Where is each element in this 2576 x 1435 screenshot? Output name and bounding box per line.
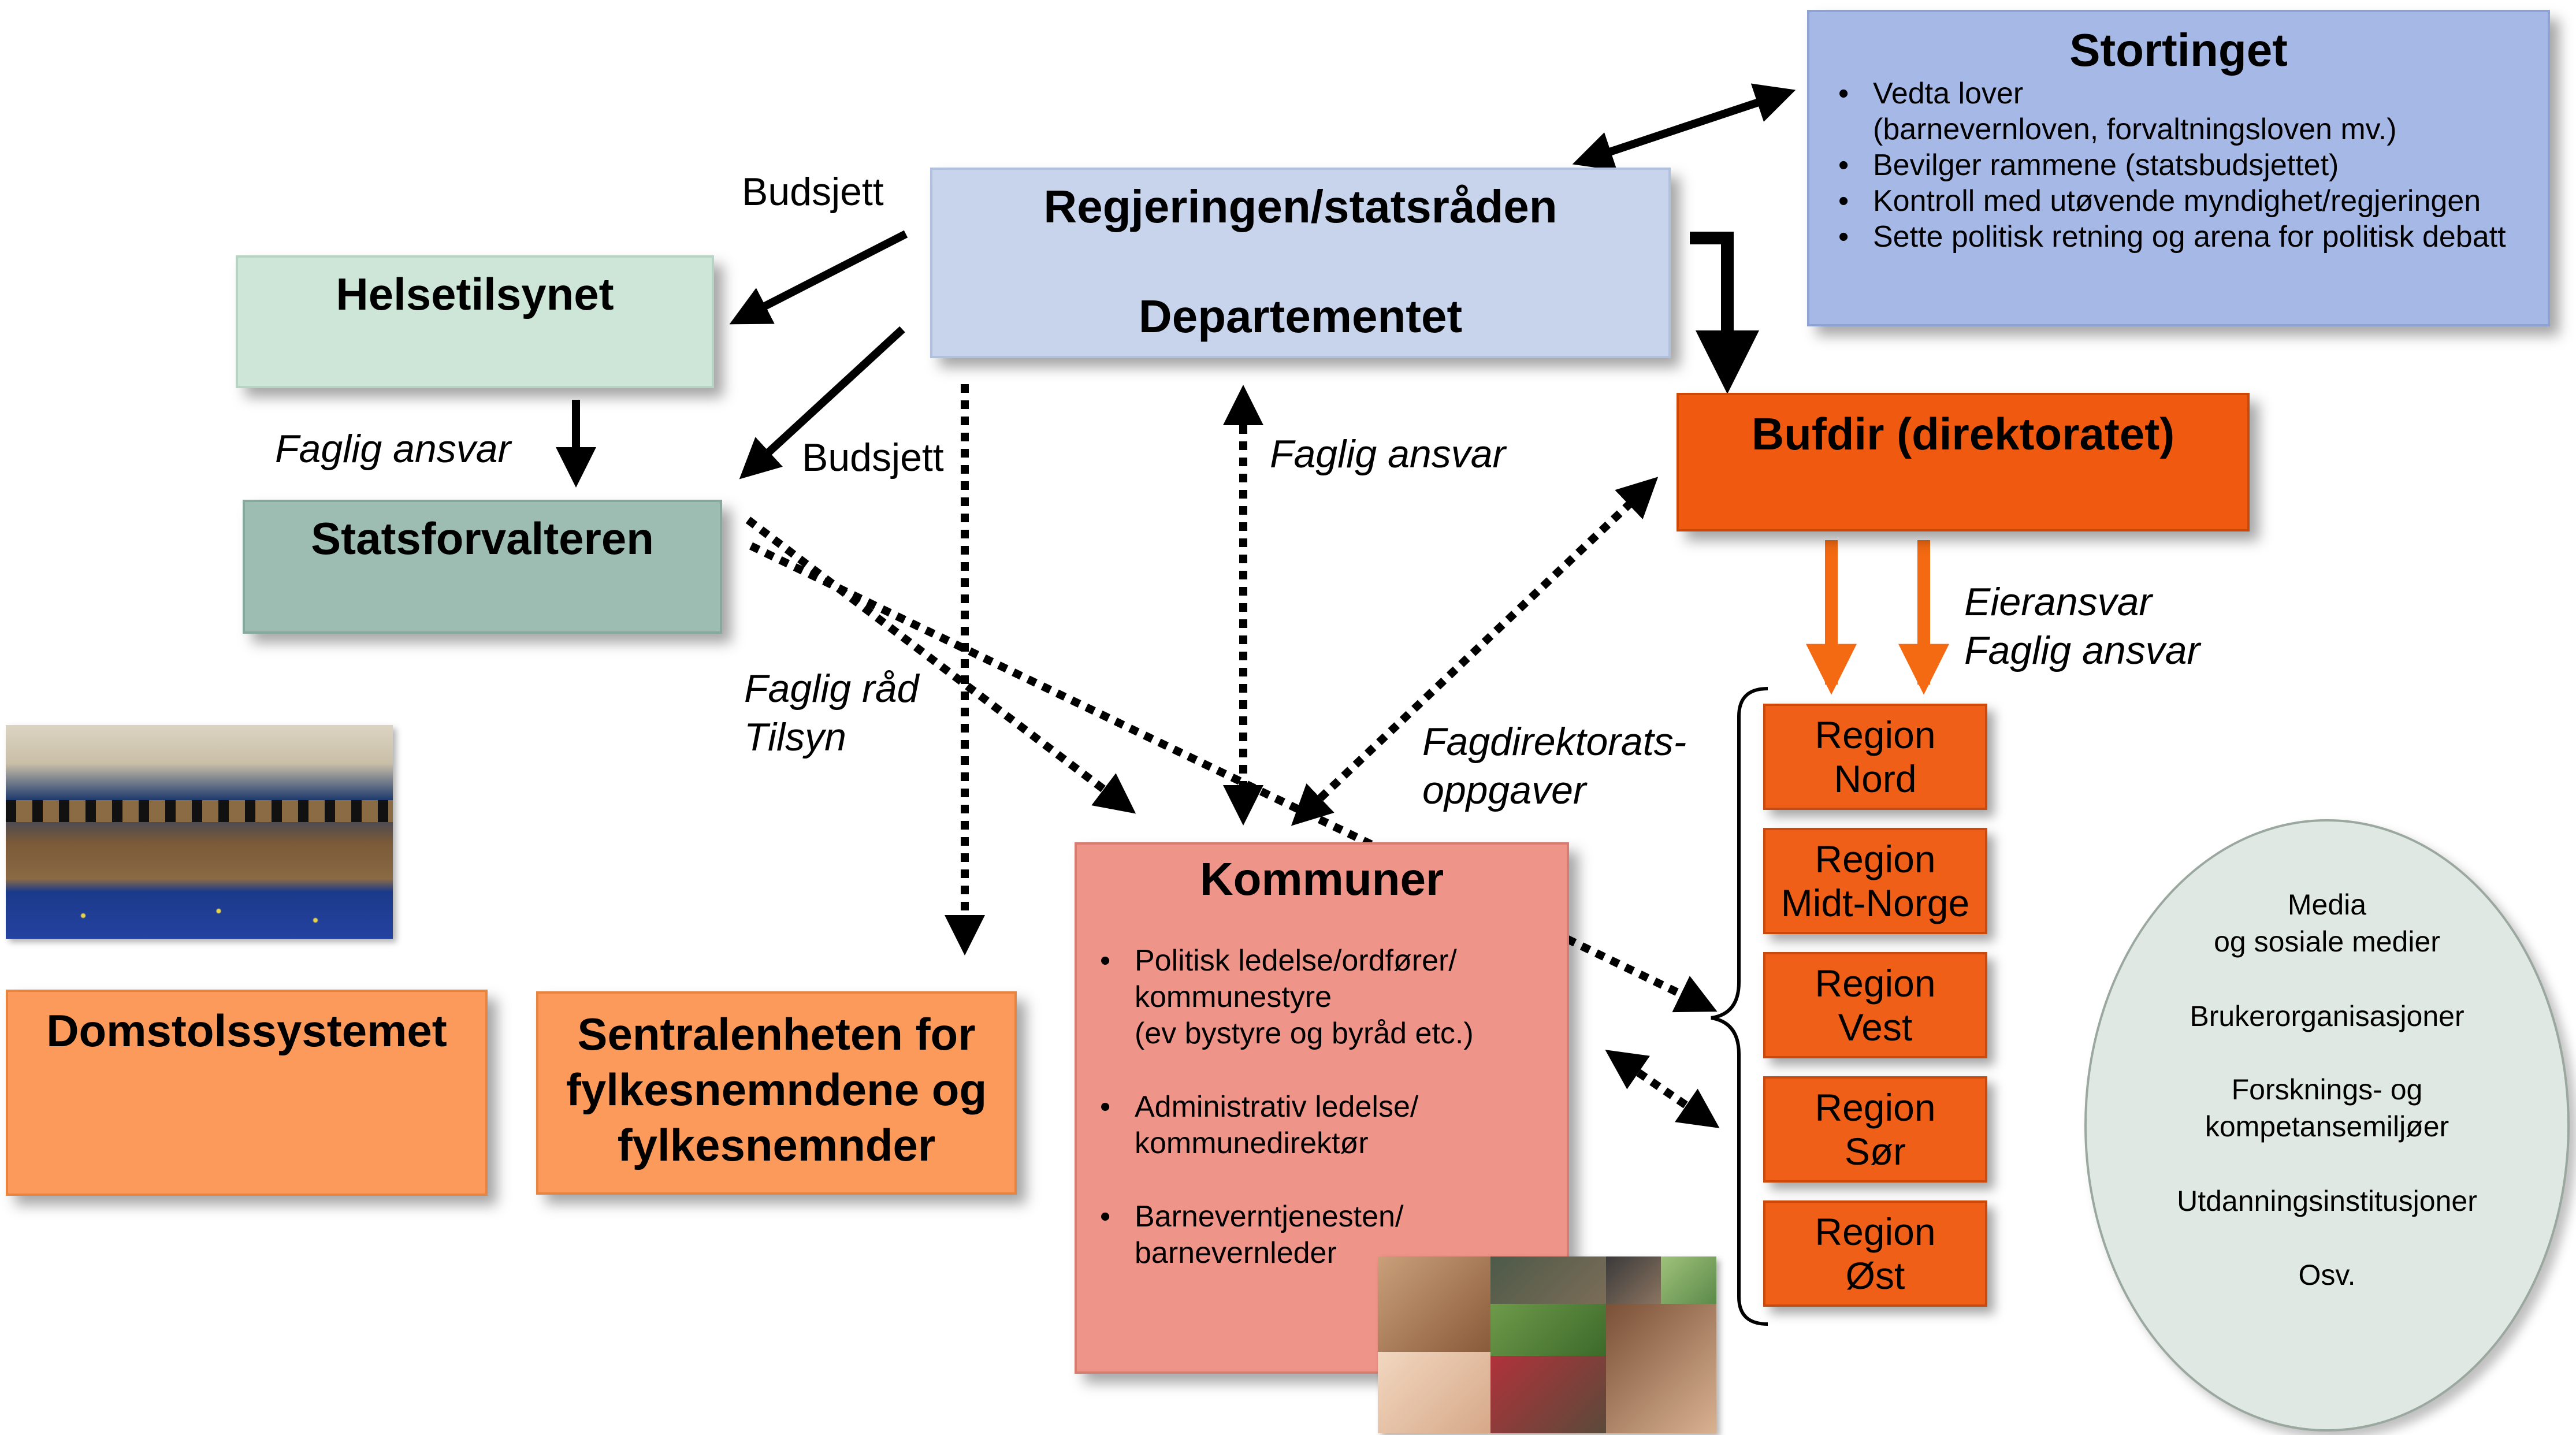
domstol-box: Domstolssystemet	[6, 990, 488, 1196]
statsforvalteren-title: Statsforvalteren	[311, 513, 654, 564]
ellipse-item-media: Media og sosiale medier	[2214, 888, 2440, 958]
arrow-budsjett-statsforvalteren	[739, 326, 905, 479]
list-item: Politisk ledelse/ordfører/ kommunestyre …	[1088, 943, 1474, 1052]
regions-brace	[1711, 687, 1768, 1326]
ellipse-item-forskning: Forsknings- og kompetansemiljøer	[2205, 1073, 2449, 1143]
list-item: Vedta lover (barnevernloven, forvaltning…	[1827, 76, 2506, 147]
label-budsjett-mid: Budsjett	[802, 436, 944, 479]
collage-baby-photo	[1378, 1352, 1490, 1433]
region-midt-norge: Region Midt-Norge	[1763, 828, 1987, 934]
arrow-kommuner-regions	[1605, 1050, 1720, 1128]
ellipse-item-osv: Osv.	[2298, 1259, 2356, 1291]
court-photo	[6, 725, 393, 939]
regjeringen-box: Regjeringen/statsråden Departementet	[930, 168, 1671, 358]
list-item: Sette politisk retning og arena for poli…	[1827, 219, 2506, 255]
label-faglig-ansvar-center: Faglig ansvar	[1270, 432, 1506, 476]
sentralenheten-title: Sentralenheten for fylkesnemndene og fyl…	[566, 1009, 987, 1170]
list-item: Barneverntjenesten/ barnevernleder	[1088, 1199, 1474, 1272]
label-faglig-ansvar-left: Faglig ansvar	[275, 427, 511, 471]
collage-group-photo	[1490, 1256, 1606, 1304]
stortinget-box: Stortinget Vedta lover (barnevernloven, …	[1807, 10, 2550, 326]
region-ost: Region Øst	[1763, 1200, 1987, 1307]
collage-boy-photo	[1378, 1256, 1490, 1352]
sentralenheten-box: Sentralenheten for fylkesnemndene og fyl…	[536, 991, 1017, 1195]
kommuner-box: Kommuner Politisk ledelse/ordfører/ komm…	[1075, 842, 1569, 1374]
ellipse-item-utdanning: Utdanningsinstitusjoner	[2177, 1185, 2477, 1217]
helsetilsynet-title: Helsetilsynet	[336, 269, 614, 319]
region-vest: Region Vest	[1763, 952, 1987, 1058]
collage-teen-photo	[1606, 1256, 1661, 1304]
stortinget-title: Stortinget	[2069, 24, 2288, 76]
domstol-title: Domstolssystemet	[46, 1005, 447, 1056]
collage-team-photo	[1490, 1356, 1606, 1433]
kommuner-title: Kommuner	[1199, 853, 1444, 905]
eu-stars-floor	[6, 893, 393, 939]
regjeringen-title: Regjeringen/statsråden	[1043, 181, 1558, 232]
stortinget-list: Vedta lover (barnevernloven, forvaltning…	[1827, 76, 2506, 255]
collage-bike-photo	[1661, 1256, 1716, 1304]
list-item: Administrativ ledelse/ kommunedirektør	[1088, 1089, 1474, 1162]
label-budsjett-top: Budsjett	[742, 170, 884, 214]
arrow-bufdir-kommuner	[1291, 477, 1659, 826]
bufdir-title: Bufdir (direktoratet)	[1751, 408, 2175, 459]
region-nord: Region Nord	[1763, 704, 1987, 810]
collage-sports-photo	[1490, 1304, 1606, 1356]
arrow-budsjett-helsetilsynet	[729, 230, 908, 325]
label-faglig-rad: Faglig råd Tilsyn	[744, 667, 919, 759]
region-sor: Region Sør	[1763, 1076, 1987, 1183]
arrow-regjeringen-bufdir	[1690, 232, 1759, 394]
stakeholders-ellipse: Media og sosiale medier Brukerorganisasj…	[2084, 819, 2570, 1432]
ellipse-item-brukerorg: Brukerorganisasjoner	[2190, 1000, 2465, 1032]
label-eieransvar: Eieransvar Faglig ansvar	[1964, 580, 2200, 672]
court-bench	[6, 800, 393, 822]
departementet-title: Departementet	[1138, 291, 1463, 342]
children-collage	[1378, 1256, 1716, 1433]
list-item: Bevilger rammene (statsbudsjettet)	[1827, 147, 2506, 183]
kommuner-list: Politisk ledelse/ordfører/ kommunestyre …	[1088, 943, 1474, 1272]
bufdir-box: Bufdir (direktoratet)	[1677, 393, 2250, 531]
statsforvalteren-box: Statsforvalteren	[243, 500, 722, 634]
arrow-statsforvalteren-regions	[749, 542, 1718, 1013]
arrow-stortinget-regjeringen	[1572, 83, 1796, 171]
label-fagdirektorat: Fagdirektorats- oppgaver	[1422, 720, 1687, 812]
helsetilsynet-box: Helsetilsynet	[236, 255, 714, 388]
list-item: Kontroll med utøvende myndighet/regjerin…	[1827, 183, 2506, 219]
collage-girl-photo	[1606, 1304, 1716, 1433]
